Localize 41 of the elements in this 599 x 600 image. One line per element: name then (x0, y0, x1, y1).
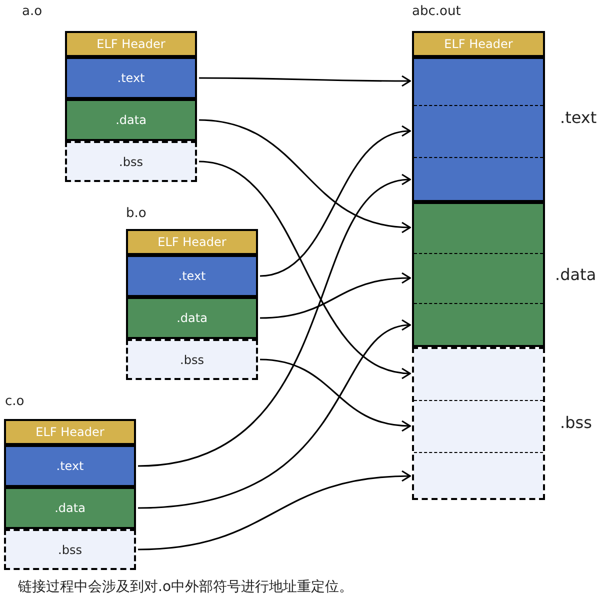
section-block (412, 347, 545, 500)
slot-box (414, 204, 543, 253)
arrow (198, 160, 411, 378)
slot-box (414, 303, 543, 345)
slot-box (414, 105, 543, 157)
file-name: abc.out (412, 4, 461, 19)
section-block: .data (4, 487, 136, 529)
section-block (412, 202, 545, 347)
header-section: ELF Header (412, 31, 545, 57)
arrow (138, 176, 411, 467)
section-block: .bss (126, 339, 258, 380)
section-block: .text (4, 445, 136, 487)
section-block: .bss (65, 141, 197, 182)
arrow (260, 126, 411, 277)
section-block: .bss (4, 529, 136, 570)
slot-box (414, 400, 543, 452)
slot-box (414, 452, 543, 498)
arrow (199, 75, 411, 87)
section-block: .data (126, 297, 258, 339)
section-block: .text (65, 57, 197, 99)
segment-label: .data (555, 265, 596, 284)
file-name: c.o (5, 394, 24, 409)
section-block: .data (65, 99, 197, 141)
slot-box (414, 59, 543, 105)
segment-label: .bss (560, 413, 592, 432)
header-section: ELF Header (126, 229, 258, 255)
slot-box (414, 349, 543, 400)
arrow (260, 272, 411, 319)
section-block (412, 57, 545, 202)
slot-box (414, 253, 543, 303)
arrow (198, 119, 411, 233)
file-name: b.o (126, 206, 146, 221)
header-section: ELF Header (4, 419, 136, 445)
arrow (260, 358, 411, 432)
header-section: ELF Header (65, 31, 197, 57)
arrow (138, 470, 411, 550)
file-name: a.o (22, 4, 42, 19)
slot-box (414, 157, 543, 200)
caption: 链接过程中会涉及到对.o中外部符号进行地址重定位。 (18, 578, 354, 596)
section-block: .text (126, 255, 258, 297)
segment-label: .text (560, 108, 597, 127)
